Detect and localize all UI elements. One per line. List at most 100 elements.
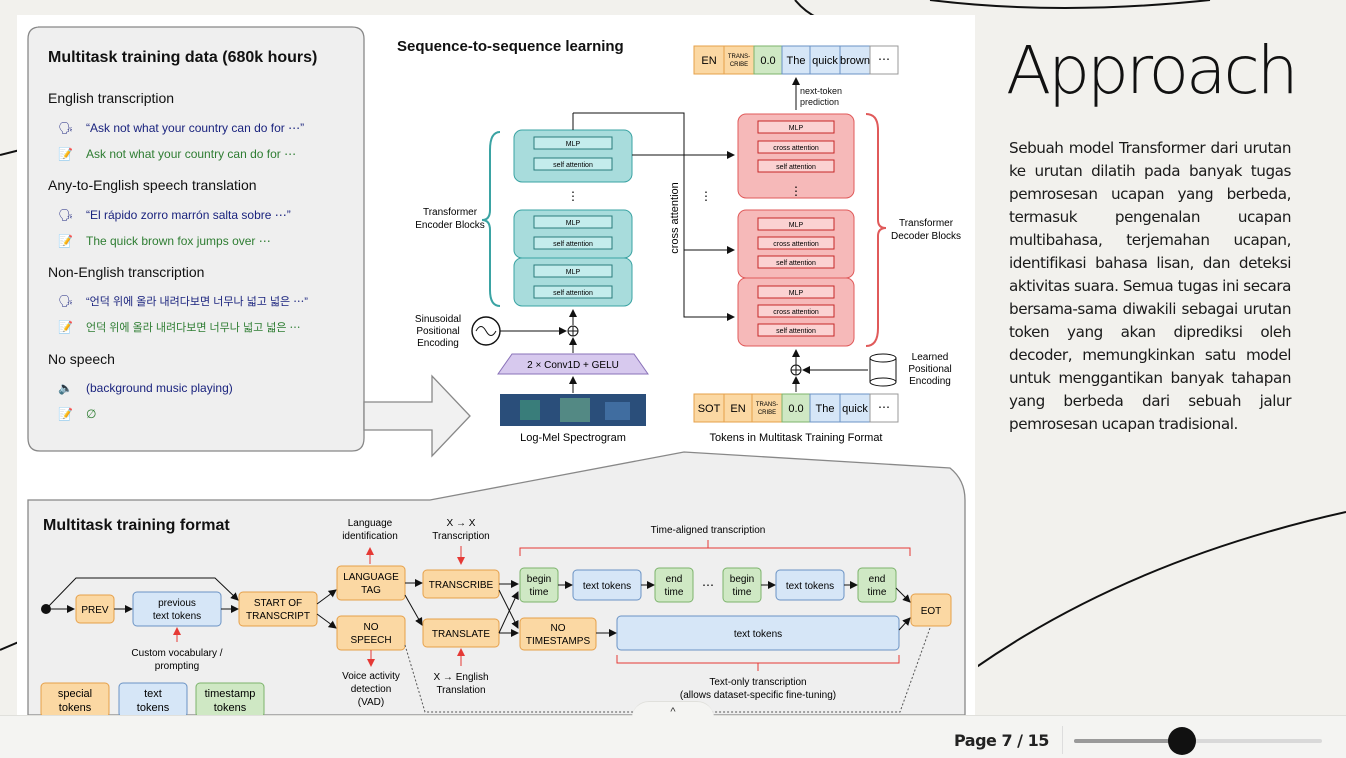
svg-text:X → English: X → English: [433, 672, 488, 683]
svg-text:CRIBE: CRIBE: [730, 62, 748, 68]
svg-text:prompting: prompting: [155, 661, 199, 672]
svg-text:TRANSCRIPT: TRANSCRIPT: [246, 611, 310, 622]
spectrogram-label: Log-Mel Spectrogram: [520, 432, 626, 444]
input-token-row: SOT EN TRANS- CRIBE 0.0 The quick ⋯: [693, 393, 899, 423]
svg-text:end: end: [666, 574, 683, 585]
slider-thumb[interactable]: [1168, 727, 1197, 755]
svg-text:NO: NO: [551, 623, 566, 634]
svg-text:TIMESTAMPS: TIMESTAMPS: [526, 636, 591, 647]
token: 0.0: [760, 55, 775, 67]
svg-text:text tokens: text tokens: [153, 611, 201, 622]
training-format-panel: Multitask training format Language ident…: [27, 450, 978, 715]
token: quick: [812, 55, 838, 67]
svg-text:NO: NO: [364, 622, 379, 633]
svg-text:(allows dataset-specific fine-: (allows dataset-specific fine-tuning): [680, 690, 836, 701]
svg-text:Text-only transcription: Text-only transcription: [709, 677, 806, 688]
speaker-icon: 🔈: [58, 381, 73, 395]
legend-timestamp: timestamp: [205, 688, 256, 700]
format-title: Multitask training format: [43, 517, 230, 534]
svg-text:⋯: ⋯: [702, 578, 714, 592]
token-transcribe: TRANS-: [728, 54, 750, 60]
svg-text:MLP: MLP: [789, 290, 804, 297]
svg-text:time: time: [665, 587, 684, 598]
tokens-caption: Tokens in Multitask Training Format: [709, 432, 882, 444]
memo-icon: 📝: [58, 234, 73, 248]
training-data-panel: Multitask training data (680k hours) Eng…: [27, 26, 471, 458]
svg-text:detection: detection: [351, 684, 392, 695]
decoder-stack: MLP cross attention self attention ⋮ MLP…: [737, 113, 855, 347]
slide-body-text: Sebuah model Transformer dari urutan ke …: [1009, 139, 1291, 433]
section-heading: Any-to-English speech translation: [48, 177, 257, 193]
legend-special: special: [58, 688, 92, 700]
next-token-label: next-token: [800, 86, 842, 96]
svg-text:tokens: tokens: [214, 702, 247, 714]
svg-text:time: time: [868, 587, 887, 598]
memo-icon: 📝: [58, 320, 73, 334]
svg-text:TRANSLATE: TRANSLATE: [432, 629, 490, 640]
transcript-text: ∅: [86, 407, 96, 421]
svg-text:⋮: ⋮: [790, 184, 802, 198]
sinusoidal-label: Sinusoidal: [415, 314, 461, 325]
conv-label: 2 × Conv1D + GELU: [527, 360, 619, 371]
svg-text:self attention: self attention: [553, 162, 593, 169]
svg-text:Positional: Positional: [416, 326, 459, 337]
svg-text:MLP: MLP: [566, 141, 581, 148]
svg-text:(VAD): (VAD): [358, 697, 384, 708]
slide-title: Approach: [1006, 32, 1299, 109]
svg-text:LANGUAGE: LANGUAGE: [343, 572, 399, 583]
audio-sample-text: (background music playing): [86, 381, 233, 395]
transcript-text: The quick brown fox jumps over ⋯: [86, 234, 271, 248]
svg-text:self attention: self attention: [776, 260, 816, 267]
collapse-toggle[interactable]: ^: [632, 701, 714, 718]
svg-text:EOT: EOT: [921, 606, 942, 617]
svg-text:cross attention: cross attention: [773, 145, 819, 152]
svg-text:Encoding: Encoding: [417, 338, 459, 349]
svg-text:tokens: tokens: [59, 702, 92, 714]
svg-text:TRANSCRIBE: TRANSCRIBE: [429, 580, 494, 591]
svg-text:MLP: MLP: [789, 125, 804, 132]
svg-text:self attention: self attention: [553, 290, 593, 297]
training-data-title: Multitask training data (680k hours): [48, 49, 317, 66]
svg-text:tokens: tokens: [137, 702, 170, 714]
legend-text: text: [144, 688, 162, 700]
token: quick: [842, 403, 868, 415]
svg-text:text tokens: text tokens: [786, 581, 834, 592]
svg-text:previous: previous: [158, 598, 196, 609]
chevron-up-icon: ^: [670, 706, 676, 718]
svg-text:START OF: START OF: [254, 598, 302, 609]
svg-text:begin: begin: [730, 574, 754, 585]
audio-sample-text: “El rápido zorro marrón salta sobre ⋯”: [86, 208, 291, 222]
toolbar-divider: [1062, 726, 1063, 754]
audio-sample-text: “Ask not what your country can do for ⋯”: [86, 121, 304, 135]
svg-text:text tokens: text tokens: [734, 629, 782, 640]
section-heading: English transcription: [48, 90, 174, 106]
token: The: [816, 403, 835, 415]
svg-text:Voice activity: Voice activity: [342, 671, 400, 682]
slider-fill: [1074, 739, 1183, 743]
svg-text:begin: begin: [527, 574, 551, 585]
svg-text:Transcription: Transcription: [432, 531, 489, 542]
page-slider[interactable]: [1074, 727, 1322, 755]
token: ⋯: [878, 400, 890, 414]
viewer-toolbar: [0, 715, 1346, 758]
svg-text:X → X: X → X: [447, 518, 476, 529]
svg-text:MLP: MLP: [566, 269, 581, 276]
audio-sample-text: “언덕 위에 올라 내려다보면 너무나 넓고 넓은 ⋯”: [86, 295, 308, 308]
token: ⋯: [878, 52, 890, 66]
page-indicator: Page 7 / 15: [954, 731, 1049, 750]
svg-text:Encoder Blocks: Encoder Blocks: [415, 220, 484, 231]
svg-text:⋮: ⋮: [567, 189, 579, 203]
svg-text:TAG: TAG: [361, 585, 381, 596]
speaker-icon: 🗣: [58, 294, 73, 308]
seq2seq-diagram: Sequence-to-sequence learning EN TRANS- …: [397, 38, 961, 444]
svg-text:Translation: Translation: [436, 685, 485, 696]
time-aligned-label: Time-aligned transcription: [651, 525, 766, 536]
speaker-icon: 🗣: [58, 208, 73, 222]
svg-text:time: time: [733, 587, 752, 598]
svg-text:MLP: MLP: [566, 220, 581, 227]
svg-text:MLP: MLP: [789, 222, 804, 229]
decoder-label: Transformer: [899, 218, 954, 229]
transcript-text: 언덕 위에 올라 내려다보면 너무나 넓고 넓은 ⋯: [86, 321, 301, 334]
section-heading: Non-English transcription: [48, 264, 204, 280]
svg-text:end: end: [869, 574, 886, 585]
